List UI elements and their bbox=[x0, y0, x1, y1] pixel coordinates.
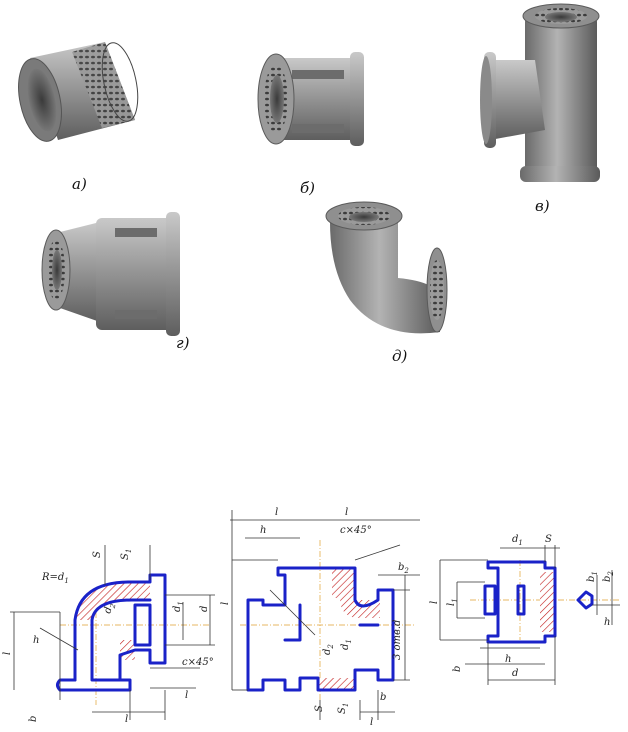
tee-dim-b2: b2 bbox=[398, 562, 409, 575]
label-v: в) bbox=[535, 197, 550, 215]
drawing-coupling-section bbox=[439, 545, 620, 685]
elbow-dim-s1: S1 bbox=[120, 549, 133, 560]
coupling-dim-l: l bbox=[429, 601, 440, 604]
elbow-dim-d: d bbox=[199, 606, 210, 612]
fitting-a-nipple bbox=[18, 42, 139, 142]
tee-dim-d2: d2 bbox=[322, 644, 335, 655]
drawing-tee-section bbox=[230, 510, 420, 720]
fitting-b-coupling bbox=[257, 52, 364, 146]
tee-dim-b: b bbox=[380, 692, 386, 703]
coupling-dim-b2: b2 bbox=[602, 571, 615, 582]
label-a: а) bbox=[72, 175, 87, 193]
label-d: д) bbox=[392, 347, 408, 365]
coupling-dim-b: b bbox=[452, 666, 463, 672]
tee-dim-chamfer: c×45° bbox=[340, 525, 372, 536]
fitting-v-tee bbox=[480, 3, 600, 182]
coupling-dim-h: h bbox=[505, 654, 511, 665]
tee-dim-h: h bbox=[260, 525, 266, 536]
tee-dim-l-right: l bbox=[345, 507, 348, 518]
coupling-dim-l1: l1 bbox=[446, 598, 459, 606]
tee-dim-thread: 3 отв.d bbox=[392, 620, 403, 660]
elbow-dim-d2: d2 bbox=[102, 601, 118, 615]
tee-dim-l-left: l bbox=[275, 507, 278, 518]
elbow-dim-h: h bbox=[33, 635, 39, 646]
elbow-dim-l-bottom: l bbox=[125, 714, 128, 725]
coupling-dim-d: d bbox=[512, 668, 518, 679]
tee-dim-d1: d1 bbox=[340, 639, 353, 650]
elbow-dim-r: R=d1 bbox=[41, 572, 69, 585]
elbow-dim-b: b bbox=[28, 716, 39, 722]
elbow-dim-chamfer: c×45° bbox=[182, 657, 214, 668]
coupling-dim-h-detail: h bbox=[604, 617, 610, 628]
fitting-d-elbow bbox=[325, 201, 448, 334]
tee-dim-s: S bbox=[314, 705, 325, 712]
label-g: г) bbox=[176, 334, 190, 352]
tee-dim-s1: S1 bbox=[337, 703, 350, 714]
coupling-dim-b1: b1 bbox=[586, 571, 599, 582]
tee-dim-l-bottom: l bbox=[370, 717, 373, 728]
fitting-g-reducer bbox=[41, 212, 180, 336]
elbow-dim-d1: d1 bbox=[172, 601, 185, 612]
drawing-elbow-section bbox=[10, 545, 215, 720]
elbow-dim-l-vertical: l bbox=[2, 652, 13, 655]
elbow-dim-l-right: l bbox=[185, 690, 188, 701]
elbow-dim-s: S bbox=[92, 551, 103, 558]
tee-dim-l-side: l bbox=[220, 602, 231, 605]
label-b: б) bbox=[300, 179, 315, 197]
coupling-dim-d1: d1 bbox=[512, 534, 523, 547]
coupling-dim-s: S bbox=[545, 534, 552, 545]
